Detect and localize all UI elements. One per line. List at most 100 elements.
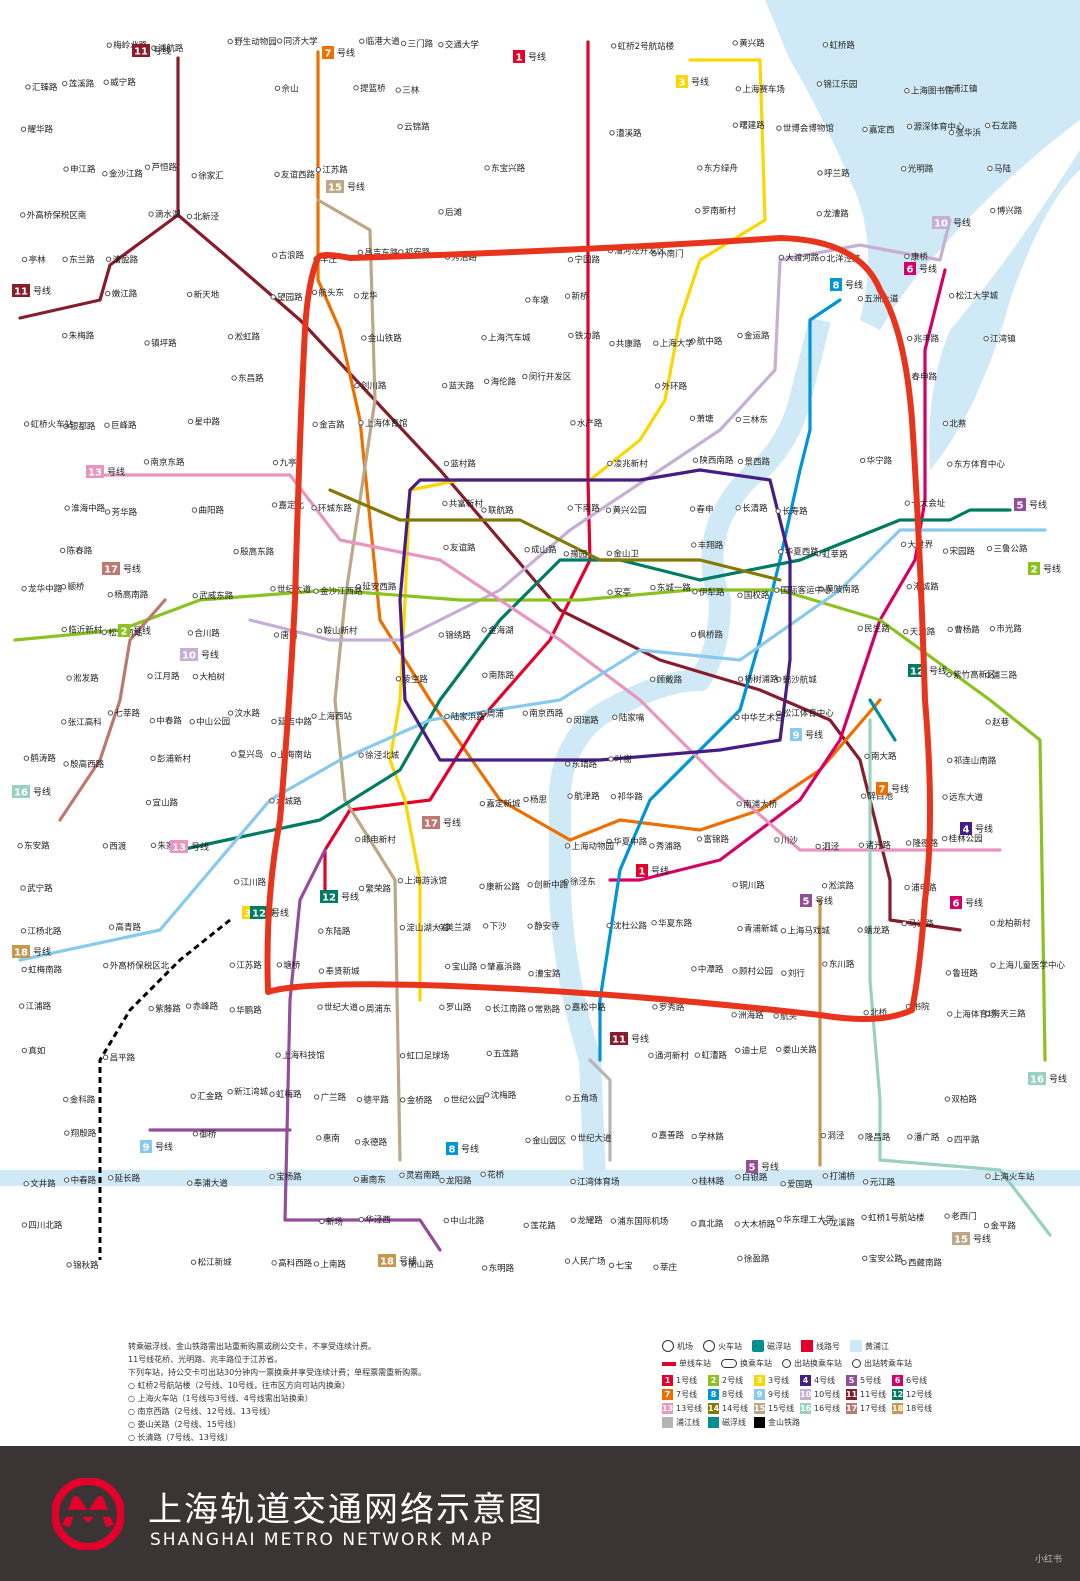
station-name[interactable]: 上海火车站 xyxy=(992,1171,1035,1182)
station-name[interactable]: 上海体育场 xyxy=(954,1009,997,1020)
station-name[interactable]: 友谊路 xyxy=(450,542,476,553)
station-name[interactable]: 西藏南路 xyxy=(908,1258,943,1269)
station-name[interactable]: 蓝村路 xyxy=(450,459,476,470)
station-name[interactable]: 奉贤新城 xyxy=(325,966,360,977)
station-name[interactable]: 七莘路 xyxy=(114,708,140,719)
station-name[interactable]: 虹梅路 xyxy=(276,1089,302,1100)
station-name[interactable]: 鲁班路 xyxy=(952,968,978,979)
station-name[interactable]: 一大会址 xyxy=(911,498,946,509)
station-name[interactable]: 南京西路 xyxy=(529,708,564,719)
station-name[interactable]: 徐泾北城 xyxy=(365,750,400,761)
station-name[interactable]: 汇金路 xyxy=(197,1091,223,1102)
station-name[interactable]: 金山园区 xyxy=(532,1135,567,1146)
station-name[interactable]: 剑川路 xyxy=(361,381,387,392)
station-name[interactable]: 佘山 xyxy=(281,83,298,94)
station-name[interactable]: 叶榭 xyxy=(615,754,633,765)
station-name[interactable]: 真如 xyxy=(28,1045,45,1056)
station-name[interactable]: 市光路 xyxy=(996,624,1022,635)
station-name[interactable]: 五角场 xyxy=(572,1093,598,1104)
station-name[interactable]: 龙柏新村 xyxy=(997,918,1032,929)
station-name[interactable]: 上海动物园 xyxy=(571,841,614,852)
station-name[interactable]: 华泾西 xyxy=(365,1215,391,1226)
station-name[interactable]: 东方体育中心 xyxy=(954,459,1006,470)
station-name[interactable]: 新江湾城 xyxy=(234,1087,269,1098)
station-name[interactable]: 九亭 xyxy=(279,458,296,469)
station-name[interactable]: 德平路 xyxy=(363,1095,389,1106)
station-name[interactable]: 刘行 xyxy=(788,968,806,979)
station-name[interactable]: 金吉路 xyxy=(319,419,345,430)
station-name[interactable]: 上海体育馆 xyxy=(365,418,408,429)
station-name[interactable]: 漕宝路 xyxy=(535,969,561,980)
station-name[interactable]: 桂林路 xyxy=(699,1176,725,1187)
station-name[interactable]: 航头东 xyxy=(319,287,345,298)
station-name[interactable]: 沈杜公路 xyxy=(613,921,648,932)
station-name[interactable]: 迪士尼 xyxy=(742,1045,768,1056)
station-name[interactable]: 华东理工大学 xyxy=(783,1215,835,1226)
station-name[interactable]: 宝杨路 xyxy=(276,1172,302,1183)
station-name[interactable]: 锦绣路 xyxy=(445,630,471,641)
station-name[interactable]: 蟠龙路 xyxy=(864,925,890,936)
station-name[interactable]: 老西门 xyxy=(951,1211,977,1222)
station-name[interactable]: 江湾镇 xyxy=(990,334,1016,345)
station-name[interactable]: 华夏东路 xyxy=(658,918,693,929)
station-name[interactable]: 东明路 xyxy=(489,1263,515,1274)
station-name[interactable]: 蓝天路 xyxy=(449,381,475,392)
station-name[interactable]: 罗山路 xyxy=(446,1002,472,1013)
station-name[interactable]: 铜川路 xyxy=(739,880,765,891)
station-name[interactable]: 杨高南路 xyxy=(114,590,149,601)
station-name[interactable]: 淮海中路 xyxy=(71,503,106,514)
station-name[interactable]: 五莲路 xyxy=(493,1048,519,1059)
station-name[interactable]: 四川北路 xyxy=(28,1220,63,1231)
station-name[interactable]: 合川路 xyxy=(194,628,220,639)
station-name[interactable]: 祁连山南路 xyxy=(954,755,997,766)
station-name[interactable]: 长清路 xyxy=(742,503,768,514)
station-name[interactable]: 光明路 xyxy=(908,164,934,175)
station-name[interactable]: 南大路 xyxy=(871,751,897,762)
station-name[interactable]: 西渡 xyxy=(109,841,127,852)
station-name[interactable]: 泗泾 xyxy=(822,842,840,852)
station-name[interactable]: 文井路 xyxy=(30,1179,56,1190)
station-name[interactable]: 翔殷路 xyxy=(71,1128,97,1139)
station-name[interactable]: 铁力路 xyxy=(575,330,601,341)
station-name[interactable]: 博兴路 xyxy=(997,206,1023,217)
station-name[interactable]: 桂林公园 xyxy=(949,834,983,845)
station-name[interactable]: 中潭路 xyxy=(698,964,724,975)
station-name[interactable]: 邮电新村 xyxy=(362,834,397,845)
station-name[interactable]: 鹤涛路 xyxy=(30,753,56,764)
station-name[interactable]: 川沙 xyxy=(781,836,799,846)
station-name[interactable]: 嘉定新城 xyxy=(486,799,521,810)
station-name[interactable]: 赵巷 xyxy=(992,717,1010,728)
station-name[interactable]: 中春路 xyxy=(71,1175,97,1186)
station-name[interactable]: 中山北路 xyxy=(450,1216,485,1227)
station-name[interactable]: 醉白池 xyxy=(868,791,894,802)
station-name[interactable]: 上海儿童医学中心 xyxy=(997,960,1066,971)
station-name[interactable]: 北蔡 xyxy=(950,418,968,429)
station-name[interactable]: 龙耀路 xyxy=(577,1215,603,1226)
station-name[interactable]: 上海汽车城 xyxy=(488,333,531,344)
station-name[interactable]: 三门路 xyxy=(408,39,434,50)
station-name[interactable]: 打浦桥 xyxy=(829,1171,855,1182)
station-name[interactable]: 源深体育中心 xyxy=(913,121,965,132)
station-name[interactable]: 江苏路 xyxy=(322,165,348,176)
station-name[interactable]: 金平路 xyxy=(991,1221,1017,1232)
station-name[interactable]: 洞泾 xyxy=(827,1131,845,1142)
station-name[interactable]: 彭浦新村 xyxy=(157,753,192,764)
station-name[interactable]: 三林东 xyxy=(742,414,768,425)
station-name[interactable]: 嘉定北 xyxy=(279,500,305,511)
station-name[interactable]: 枫桥路 xyxy=(697,629,723,640)
station-name[interactable]: 紫竹高新区 xyxy=(953,670,996,681)
station-name[interactable]: 提篮桥 xyxy=(360,83,386,94)
station-name[interactable]: 望园路 xyxy=(277,292,303,303)
station-name[interactable]: 国际客运中心 xyxy=(781,585,833,596)
station-name[interactable]: 陈春路 xyxy=(67,545,93,556)
station-name[interactable]: 嘉松中路 xyxy=(572,1002,607,1013)
station-name[interactable]: 淞滨路 xyxy=(829,881,855,892)
station-name[interactable]: 金山卫 xyxy=(613,548,639,559)
station-name[interactable]: 灵岩南路 xyxy=(406,1170,441,1181)
station-name[interactable]: 成山路 xyxy=(531,545,557,556)
